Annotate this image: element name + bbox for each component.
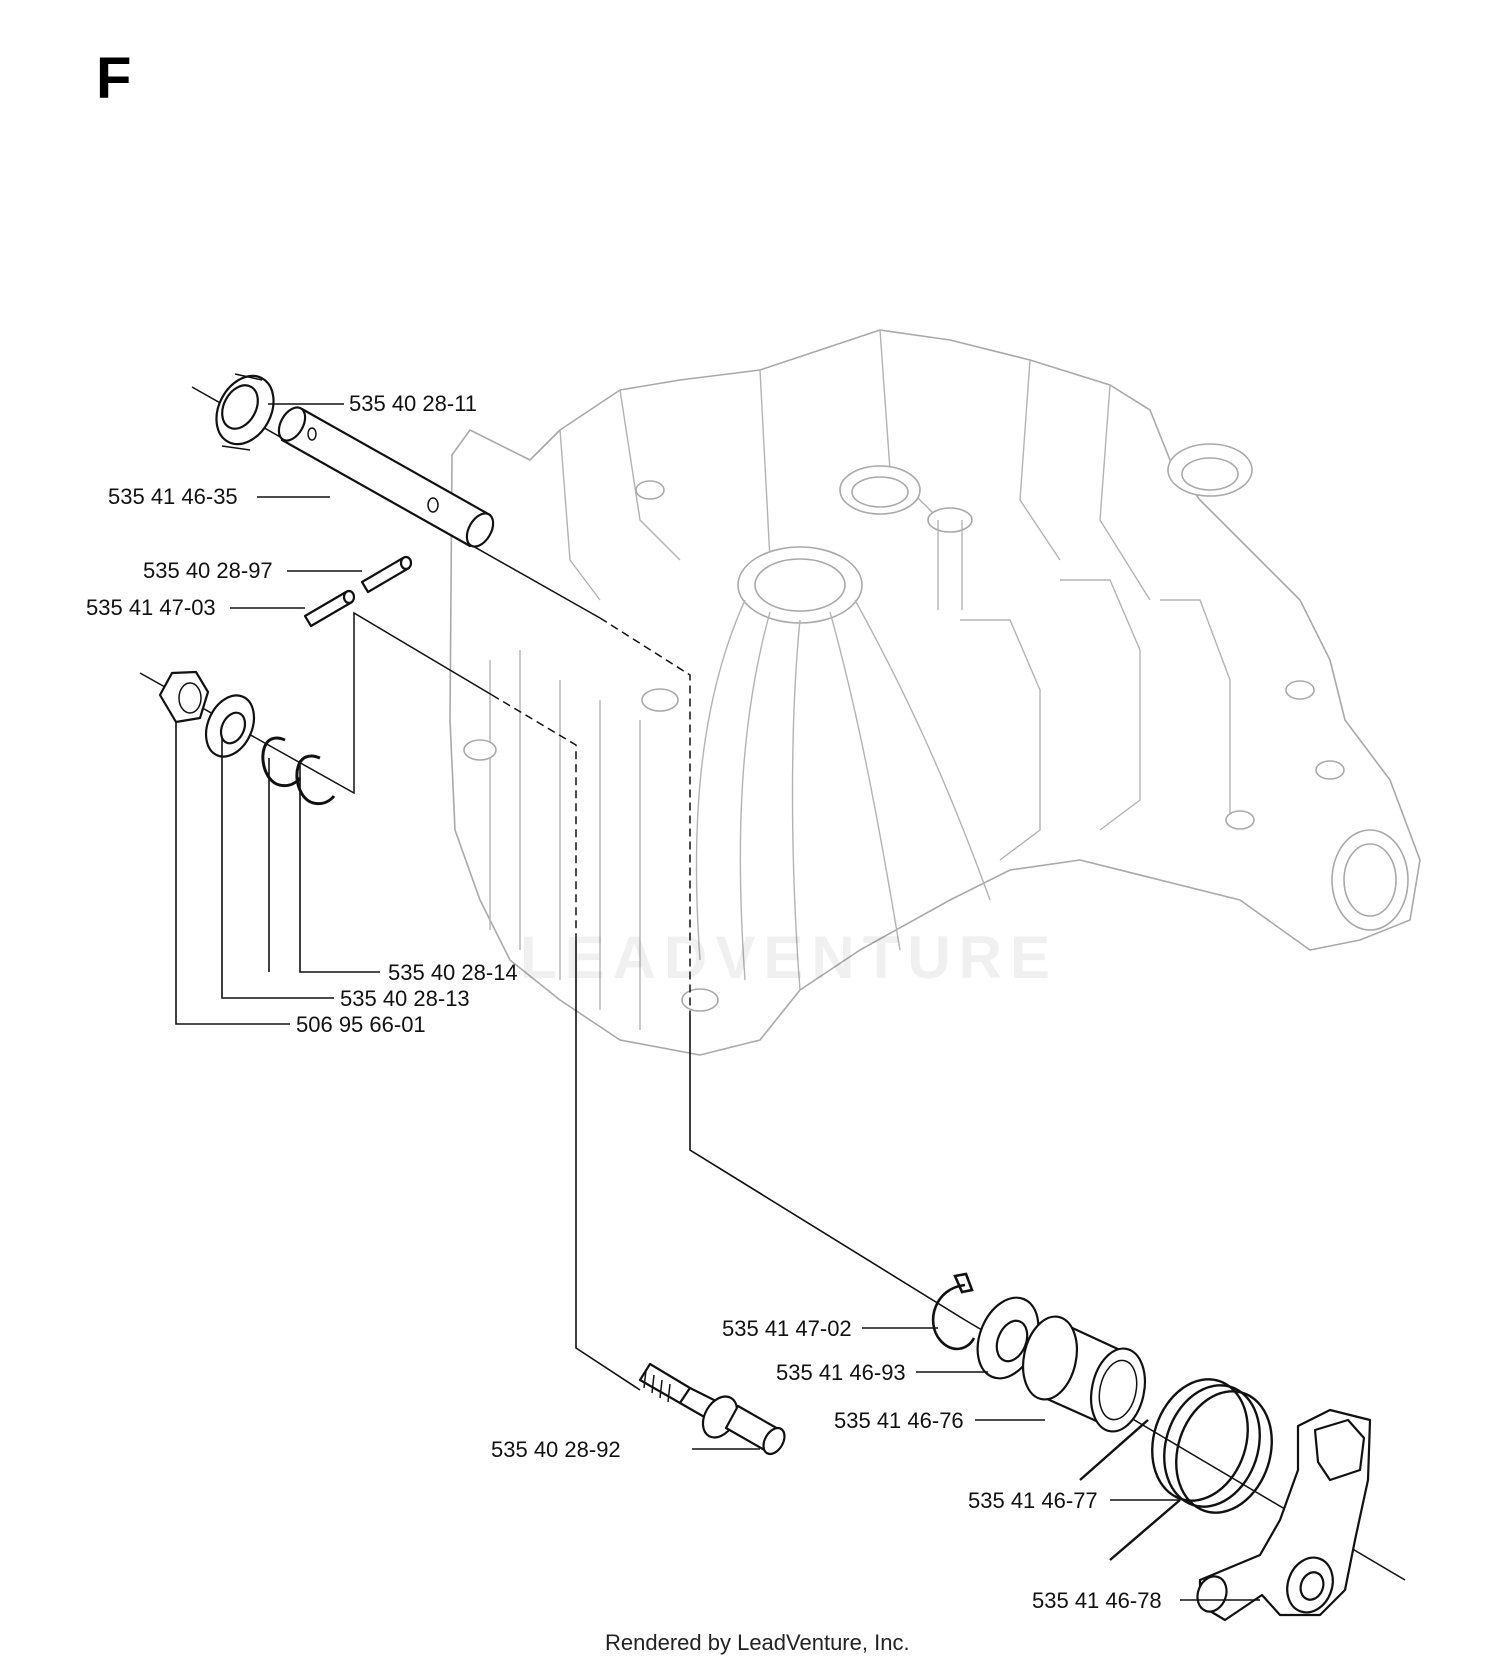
- part-circlip[interactable]: [931, 1272, 976, 1351]
- label-part-stud: 535 40 28-92: [491, 1437, 621, 1462]
- part-pivot-shaft[interactable]: [273, 403, 498, 551]
- label-part-spring: 535 41 46-77: [968, 1488, 1098, 1513]
- upper-shaft-hidden-line: [599, 617, 691, 1015]
- part-shaft-seal[interactable]: [205, 366, 285, 454]
- label-part-thrust-washer: 535 41 46-93: [776, 1360, 906, 1385]
- part-ring-outer[interactable]: [295, 754, 336, 806]
- label-part-washer: 535 40 28-13: [340, 986, 470, 1011]
- lower-pin-hidden-line: [491, 694, 577, 940]
- stud-axis-line: [575, 940, 641, 1391]
- label-part-nut: 506 95 66-01: [296, 1012, 426, 1037]
- part-labels: 535 40 28-11 535 41 46-35 535 40 28-97 5…: [86, 391, 1162, 1613]
- label-part-seal: 535 40 28-11: [349, 391, 477, 416]
- leader-part-washer: [221, 738, 334, 999]
- transaxle-housing: [449, 329, 1421, 1056]
- part-roll-pin-upper[interactable]: [360, 555, 413, 594]
- label-part-bushing: 535 41 46-76: [834, 1408, 964, 1433]
- part-roll-pin-lower[interactable]: [303, 589, 356, 628]
- part-torsion-spring[interactable]: [1079, 1367, 1287, 1561]
- label-part-roll-pin-upper: 535 40 28-97: [143, 558, 273, 583]
- watermark: LEADVENTURE: [520, 924, 1058, 991]
- part-washer[interactable]: [197, 688, 263, 764]
- part-bushing[interactable]: [1016, 1312, 1152, 1437]
- arm-axis-line: [689, 1015, 966, 1321]
- leader-part-nut: [175, 722, 290, 1025]
- section-letter: F: [96, 46, 131, 111]
- label-part-arm: 535 41 46-78: [1032, 1588, 1162, 1613]
- part-hex-nut[interactable]: [158, 670, 210, 724]
- part-ring-inner[interactable]: [261, 736, 302, 788]
- footer-credit: Rendered by LeadVenture, Inc.: [605, 1630, 910, 1655]
- label-part-roll-pin-lower: 535 41 47-03: [86, 595, 216, 620]
- part-stud[interactable]: [638, 1362, 789, 1458]
- label-part-rings: 535 40 28-14: [388, 960, 518, 985]
- label-part-circlip: 535 41 47-02: [722, 1316, 852, 1341]
- leader-part-ring: [299, 760, 380, 973]
- label-part-shaft: 535 41 46-35: [108, 484, 238, 509]
- part-control-arm[interactable]: [1193, 1408, 1372, 1622]
